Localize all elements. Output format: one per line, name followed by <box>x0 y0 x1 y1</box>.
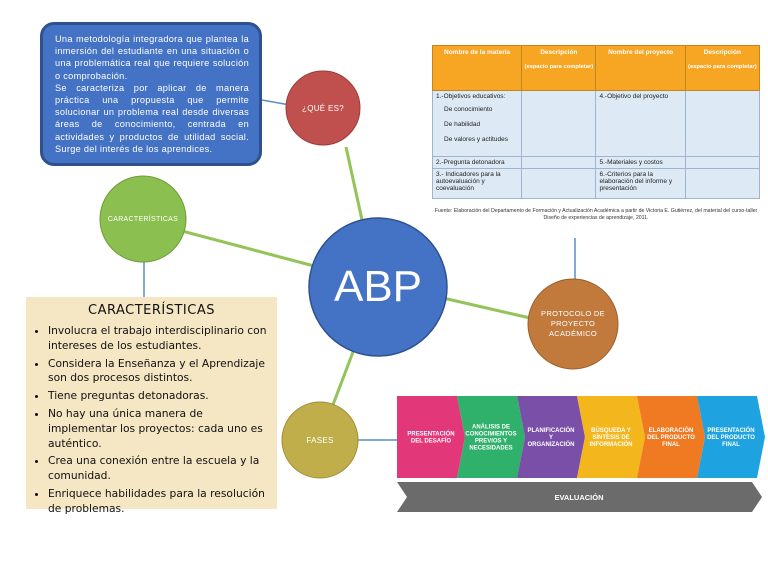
que-es-node <box>285 70 361 146</box>
connector-que-es <box>344 146 364 221</box>
definition-paragraph-1: Una metodología integradora que plantea … <box>55 34 249 81</box>
connectors <box>181 146 531 411</box>
table-row: 3.- Indicadores para la autoevaluación y… <box>431 168 761 199</box>
phase-chevron <box>457 396 525 478</box>
table-row: 2.-Pregunta detonadora 5.-Materiales y c… <box>431 156 761 169</box>
definition-box: Una metodología integradora que plantea … <box>40 22 262 166</box>
caracteristicas-node <box>99 175 187 263</box>
cell-empty <box>684 90 761 157</box>
cell-empty <box>521 156 597 169</box>
characteristics-box: CARACTERÍSTICAS Involucra el trabajo int… <box>26 297 277 515</box>
protocol-table: Nombre de la materia Descripción(espacio… <box>431 45 761 199</box>
characteristic-item: Tiene preguntas detonadoras. <box>48 389 269 404</box>
evaluation-bar: EVALUACIÓN <box>397 482 762 512</box>
cell-question: 2.-Pregunta detonadora <box>431 156 523 169</box>
table-row: 1.-Objetivos educativos: De conocimiento… <box>431 90 761 157</box>
header-description-2: Descripción(espacio para completar) <box>684 45 761 91</box>
fases-node <box>281 401 359 479</box>
characteristic-item: Crea una conexión entre la escuela y la … <box>48 454 269 484</box>
center-node <box>308 217 448 357</box>
characteristics-list: Involucra el trabajo interdisciplinario … <box>34 324 269 517</box>
thin-connectors <box>143 99 576 441</box>
cell-materials: 5.-Materiales y costos <box>595 156 686 169</box>
cell-empty <box>684 168 761 199</box>
connector-protocolo <box>442 296 531 320</box>
cell-criteria: 6.-Criterios para la elaboración del inf… <box>595 168 686 199</box>
cell-empty <box>521 90 597 157</box>
characteristic-item: Considera la Enseñanza y el Aprendizaje … <box>48 357 269 387</box>
protocolo-node <box>527 278 619 370</box>
evaluation-arrow <box>397 482 762 512</box>
phase-chevron <box>397 396 465 478</box>
cell-empty <box>521 168 597 199</box>
que-es-label: ¿QUÉ ES? <box>302 103 344 113</box>
table-source-note: Fuente: Elaboración del Departamento de … <box>434 208 758 221</box>
center-label: ABP <box>333 262 423 311</box>
cell-indicators: 3.- Indicadores para la autoevaluación y… <box>431 168 523 199</box>
header-project: Nombre del proyecto <box>595 45 686 91</box>
characteristics-title: CARACTERÍSTICAS <box>88 303 215 318</box>
phase-chevron <box>577 396 645 478</box>
cell-project-objective: 4.-Objetivo del proyecto <box>595 90 686 157</box>
phase-chevron <box>637 396 705 478</box>
header-subject: Nombre de la materia <box>431 45 523 91</box>
phase-chevron <box>517 396 585 478</box>
definition-paragraph-2: Se caracteriza por aplicar de manera prá… <box>55 82 249 154</box>
phase-chevron <box>697 396 765 478</box>
cell-empty <box>684 156 761 169</box>
table-header-row: Nombre de la materia Descripción(espacio… <box>431 45 761 91</box>
protocolo-label: PROTOCOLO DE PROYECTO ACADÉMICO <box>541 309 605 338</box>
connector-defbox <box>261 99 291 106</box>
characteristic-item: Involucra el trabajo interdisciplinario … <box>48 324 269 354</box>
connector-fases <box>329 351 355 411</box>
fases-label: FASES <box>306 435 334 445</box>
characteristic-item: No hay una única manera de implementar l… <box>48 407 269 451</box>
header-description-1: Descripción(espacio para completar) <box>521 45 597 91</box>
caracteristicas-label: CARACTERÍSTICAS <box>107 215 179 223</box>
cell-objectives: 1.-Objetivos educativos: De conocimiento… <box>431 90 523 157</box>
characteristic-item: Enriquece habilidades para la resolución… <box>48 487 269 517</box>
connector-caracteristicas <box>181 229 315 268</box>
evaluation-label: EVALUACIÓN <box>554 493 603 502</box>
